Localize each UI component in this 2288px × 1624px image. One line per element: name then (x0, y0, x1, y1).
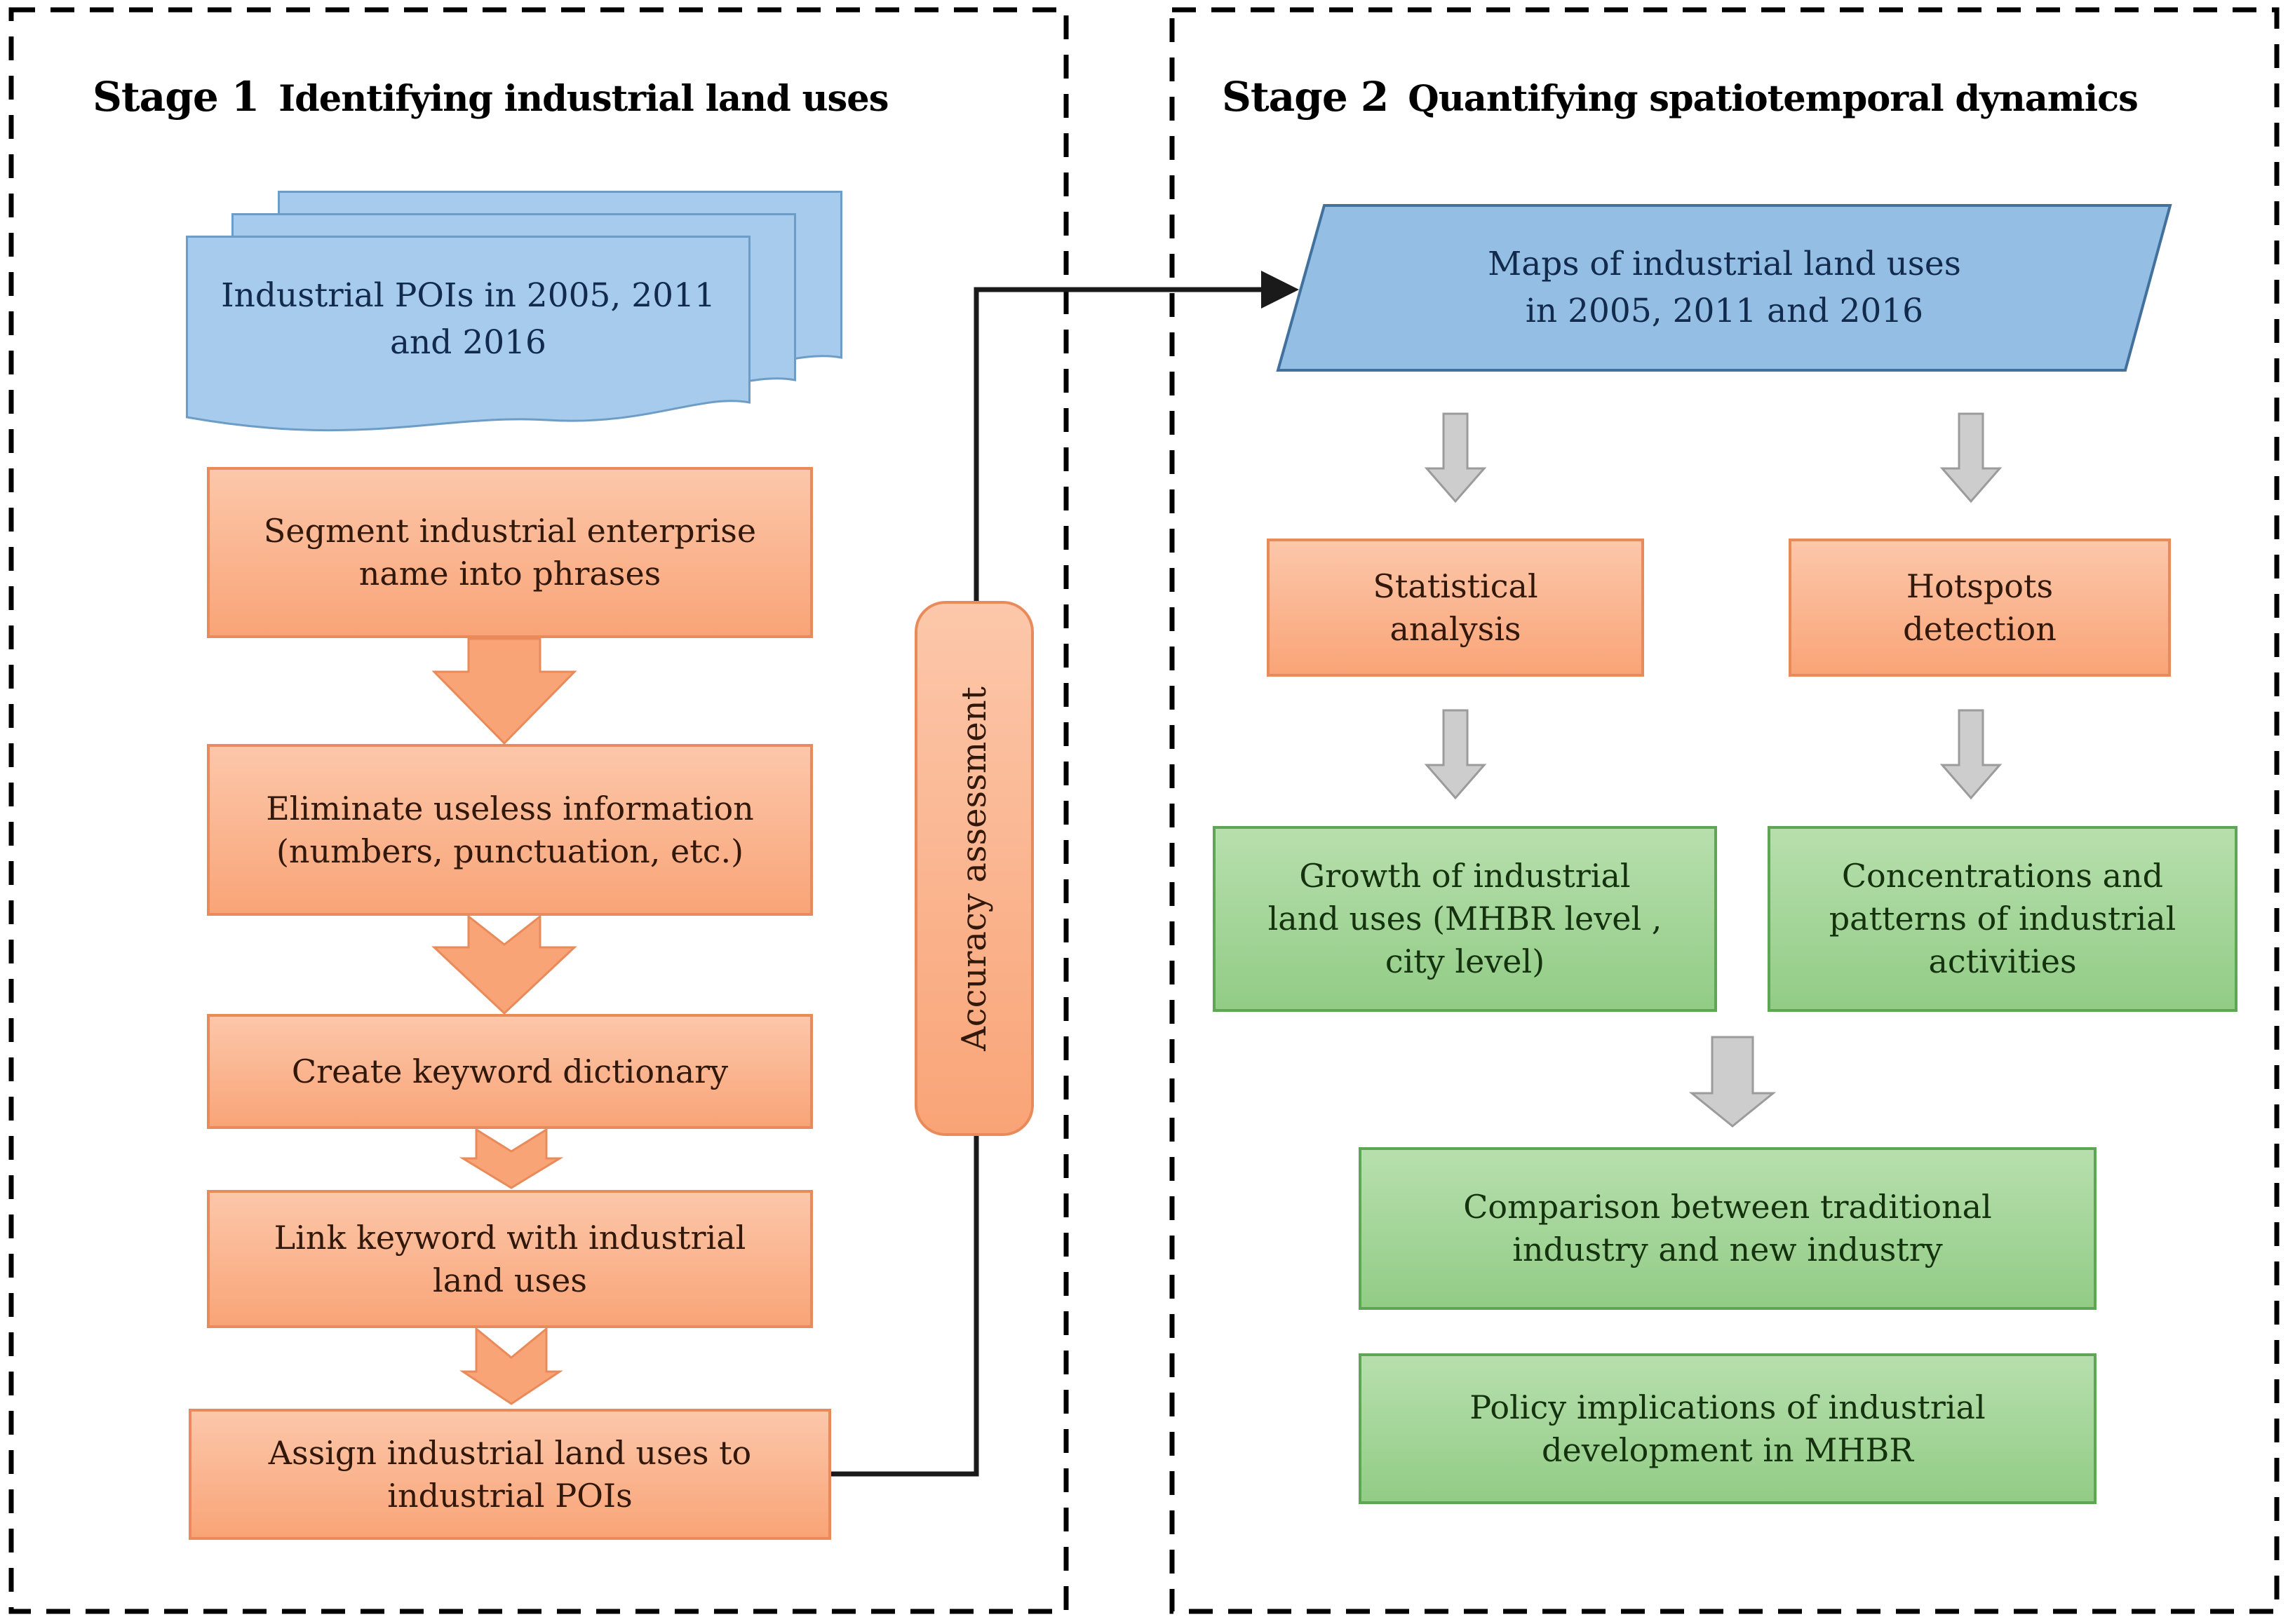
method-box-statistical: Statistical analysis (1267, 539, 1644, 677)
result-box-growth: Growth of industrial land uses (MHBR lev… (1213, 826, 1717, 1012)
method-box-hotspots: Hotspots detection (1789, 539, 2171, 677)
step-box-create-dictionary: Create keyword dictionary (207, 1014, 813, 1129)
maps-parallelogram (1276, 204, 2172, 372)
flow-arrow-down-icon (431, 914, 577, 1015)
source-doc-label: Industrial POIs in 2005, 2011 and 2016 (221, 276, 715, 362)
stage2-panel (1169, 7, 2280, 1614)
result-box-concentrations: Concentrations and patterns of industria… (1768, 826, 2237, 1012)
step-box-link-keyword: Link keyword with industrial land uses (207, 1190, 813, 1328)
gray-arrow-down-icon (1939, 709, 2003, 800)
conclusion-box-comparison: Comparison between traditional industry … (1359, 1147, 2097, 1310)
maps-label: Maps of industrial land uses in 2005, 20… (1488, 245, 1961, 330)
accuracy-assessment-label: Accuracy assessment (955, 686, 994, 1051)
gray-arrow-down-icon (1424, 412, 1487, 503)
accuracy-assessment-box: Accuracy assessment (915, 601, 1034, 1136)
flow-arrow-down-icon (431, 637, 577, 745)
stage1-label: Stage 1 (93, 73, 260, 121)
gray-arrow-down-icon (1939, 412, 2003, 503)
step-box-eliminate: Eliminate useless information (numbers, … (207, 744, 813, 916)
gray-arrow-down-icon (1688, 1036, 1777, 1128)
arrowhead-right-icon (1261, 271, 1299, 309)
conclusion-box-policy: Policy implications of industrial develo… (1359, 1353, 2097, 1504)
gray-arrow-down-icon (1424, 709, 1487, 800)
stage2-label: Stage 2 (1222, 73, 1389, 121)
stage1-panel (8, 7, 1069, 1614)
step-box-segment: Segment industrial enterprise name into … (207, 467, 813, 638)
flow-arrow-down-icon (459, 1326, 563, 1405)
multidocument-shape (186, 191, 842, 432)
flow-arrow-down-icon (459, 1128, 564, 1189)
step-box-assign: Assign industrial land uses to industria… (189, 1409, 831, 1540)
